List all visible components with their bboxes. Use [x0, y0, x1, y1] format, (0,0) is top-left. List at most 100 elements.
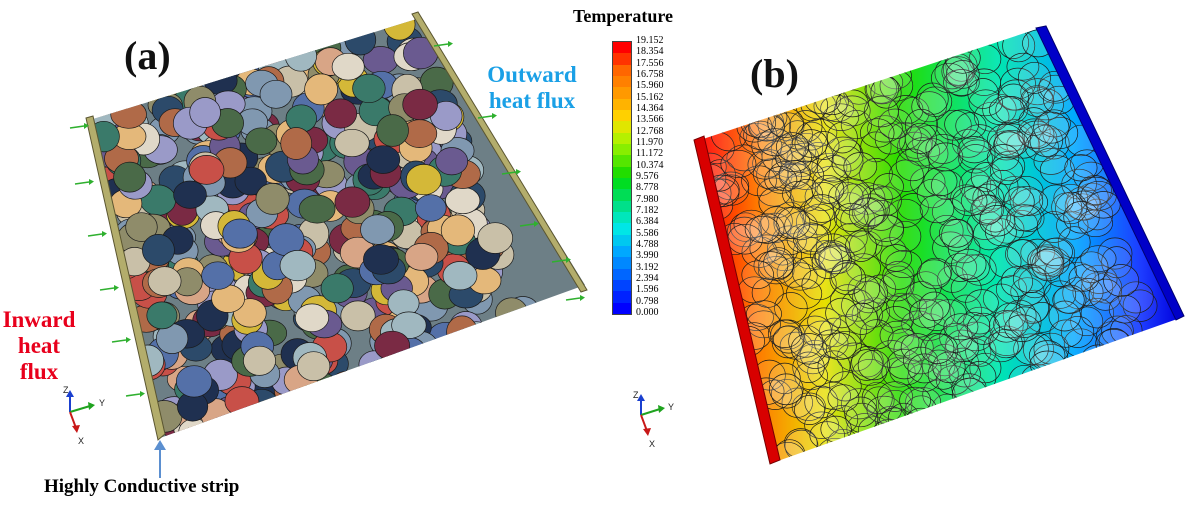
particle-disc: [1075, 182, 1109, 211]
particle-disc: [1004, 314, 1041, 342]
particle-disc: [983, 332, 1019, 363]
legend-tick-label: 1.596: [636, 284, 659, 296]
particle-disc: [1064, 154, 1098, 182]
flux-arrow: [565, 295, 585, 301]
particle-disc: [1062, 276, 1094, 310]
particle-disc: [893, 334, 927, 365]
particle-disc: [1051, 192, 1083, 223]
particle-disc: [918, 291, 950, 321]
particle-disc: [993, 131, 1026, 159]
particle-disc: [1070, 149, 1104, 178]
legend-tick-label: 11.970: [636, 137, 664, 148]
particle-disc: [859, 319, 894, 350]
particle-disc: [849, 230, 883, 259]
particle-disc: [786, 223, 818, 253]
particle-disc: [770, 134, 806, 166]
particle-disc: [1006, 52, 1040, 81]
particle-disc: [442, 261, 478, 291]
particle-disc: [876, 295, 912, 328]
particle-disc: [863, 386, 895, 414]
particle-disc: [867, 214, 904, 247]
particle-disc: [934, 56, 970, 90]
particle-disc: [749, 213, 785, 244]
particle-disc: [1136, 357, 1173, 385]
particle-disc: [767, 319, 802, 348]
particle-disc: [415, 194, 447, 222]
particle-disc: [897, 193, 929, 221]
particle-disc: [1113, 367, 1146, 398]
particle-disc: [888, 159, 924, 192]
particle-disc: [1020, 85, 1055, 117]
particle-disc: [941, 219, 974, 252]
particle-disc: [1059, 261, 1096, 292]
particle-disc: [1042, 117, 1079, 149]
particle-disc: [1010, 277, 1045, 306]
particle-disc: [1055, 191, 1088, 225]
particle-disc: [1000, 266, 1034, 297]
particle-disc: [1012, 264, 1048, 294]
particle-disc: [1082, 368, 1117, 399]
left-conductive-strip: [85, 115, 166, 441]
particle-disc: [413, 362, 449, 395]
particle-disc: [1006, 239, 1041, 268]
particle-disc: [511, 332, 543, 362]
particle-disc: [1077, 175, 1112, 206]
legend-tick-label: 2.394: [636, 273, 659, 284]
particle-disc: [334, 128, 370, 158]
particle-disc: [828, 181, 864, 211]
particle-disc: [945, 60, 980, 89]
particle-disc: [1029, 340, 1066, 371]
particle-disc: [776, 206, 811, 239]
particle-disc: [1072, 278, 1104, 307]
legend-tick-label: 7.980: [636, 193, 659, 205]
particle-disc: [736, 322, 772, 350]
particle-disc: [977, 180, 1010, 210]
particle-disc: [810, 240, 842, 270]
outward-flux-line-1: Outward: [487, 62, 577, 87]
particle-disc: [979, 202, 1011, 233]
particle-disc: [484, 324, 519, 354]
particle-disc: [813, 91, 848, 121]
particle-disc: [746, 300, 782, 328]
particle-disc: [776, 257, 811, 288]
particle-disc: [494, 356, 529, 384]
colorbar-band: [613, 234, 631, 246]
particle-disc: [829, 262, 867, 296]
particle-disc: [790, 179, 824, 212]
particle-disc: [795, 89, 829, 122]
particle-disc: [987, 123, 1024, 156]
particle-disc: [794, 395, 826, 425]
particle-disc: [1093, 376, 1126, 404]
particle-disc: [929, 214, 964, 248]
particle-disc: [718, 222, 752, 256]
particle-disc: [887, 402, 920, 436]
particle-disc: [798, 315, 832, 346]
particle-disc: [363, 368, 396, 399]
particle-disc: [473, 367, 506, 399]
particle-disc: [1018, 107, 1050, 136]
legend-tick-label: 15.960: [636, 80, 664, 92]
particle-disc: [1090, 398, 1126, 429]
particle-disc: [331, 52, 365, 81]
particle-disc: [852, 280, 886, 314]
particle-disc: [1061, 392, 1094, 421]
particle-disc: [795, 206, 831, 238]
particle-disc: [802, 203, 838, 236]
particle-disc: [963, 306, 996, 335]
particle-disc: [1034, 246, 1071, 277]
particle-disc: [125, 212, 158, 242]
particle-disc: [1057, 226, 1091, 259]
particle-disc: [284, 40, 317, 72]
particle-disc: [988, 130, 1025, 161]
particle-disc: [495, 297, 528, 329]
particle-disc: [811, 152, 848, 182]
conductive-strip-caption: Highly Conductive strip: [44, 476, 240, 497]
particle-disc: [836, 342, 873, 372]
particle-disc: [952, 186, 988, 217]
particle-disc: [770, 319, 806, 350]
particle-disc: [1081, 198, 1114, 231]
particle-disc: [147, 266, 182, 296]
particle-disc: [991, 151, 1026, 182]
particle-disc: [904, 108, 938, 142]
particle-disc: [955, 254, 990, 282]
